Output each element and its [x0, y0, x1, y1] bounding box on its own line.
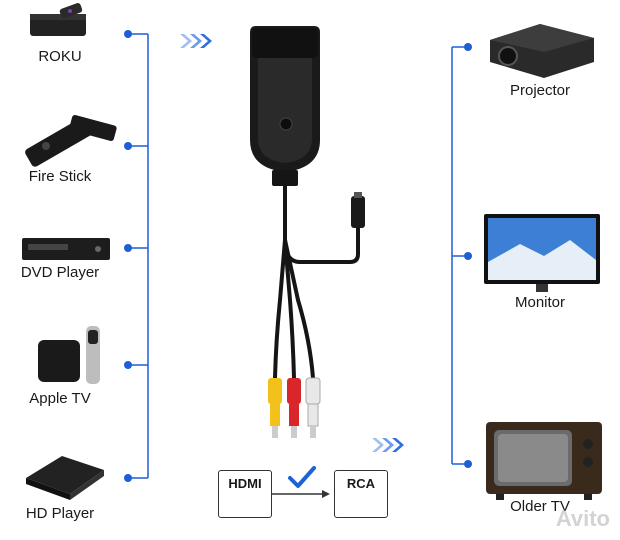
fire-stick-remote-icon	[25, 114, 117, 167]
hdmi-box: HDMI	[218, 470, 272, 518]
source-label-fire-stick: Fire Stick	[28, 168, 92, 185]
rca-plug-red	[287, 378, 301, 438]
output-label-older-tv: Older TV	[510, 498, 570, 515]
roku-device-icon	[30, 3, 86, 36]
power-jack-connector	[351, 192, 365, 228]
rca-plug-yellow	[268, 378, 282, 438]
arrow-right-icon	[272, 490, 330, 498]
chevron-right-icon	[372, 438, 404, 452]
rca-box: RCA	[334, 470, 388, 518]
watermark-logo: Avito	[555, 506, 610, 531]
projector-icon	[490, 24, 594, 78]
chevron-right-icon	[180, 34, 212, 48]
hd-player-icon	[26, 456, 104, 500]
monitor-icon	[484, 214, 600, 292]
rca-label: RCA	[346, 476, 376, 491]
left-connector-dots	[124, 30, 132, 482]
output-label-projector: Projector	[509, 82, 571, 99]
cable-bundle	[273, 184, 360, 380]
output-label-monitor: Monitor	[514, 294, 566, 311]
source-label-apple-tv: Apple TV	[29, 390, 91, 407]
apple-tv-icon	[38, 326, 100, 384]
source-label-dvd-player: DVD Player	[20, 264, 100, 281]
check-icon	[288, 466, 316, 488]
right-connector-dots	[464, 43, 472, 468]
rca-plug-white	[305, 377, 321, 438]
older-tv-icon	[486, 422, 602, 500]
dvd-player-icon	[22, 238, 110, 260]
left-connector-bracket	[128, 33, 149, 479]
source-label-hd-player: HD Player	[25, 505, 95, 522]
source-label-roku: ROKU	[38, 48, 82, 65]
adapter-body	[250, 26, 320, 186]
hdmi-label: HDMI	[228, 476, 262, 491]
